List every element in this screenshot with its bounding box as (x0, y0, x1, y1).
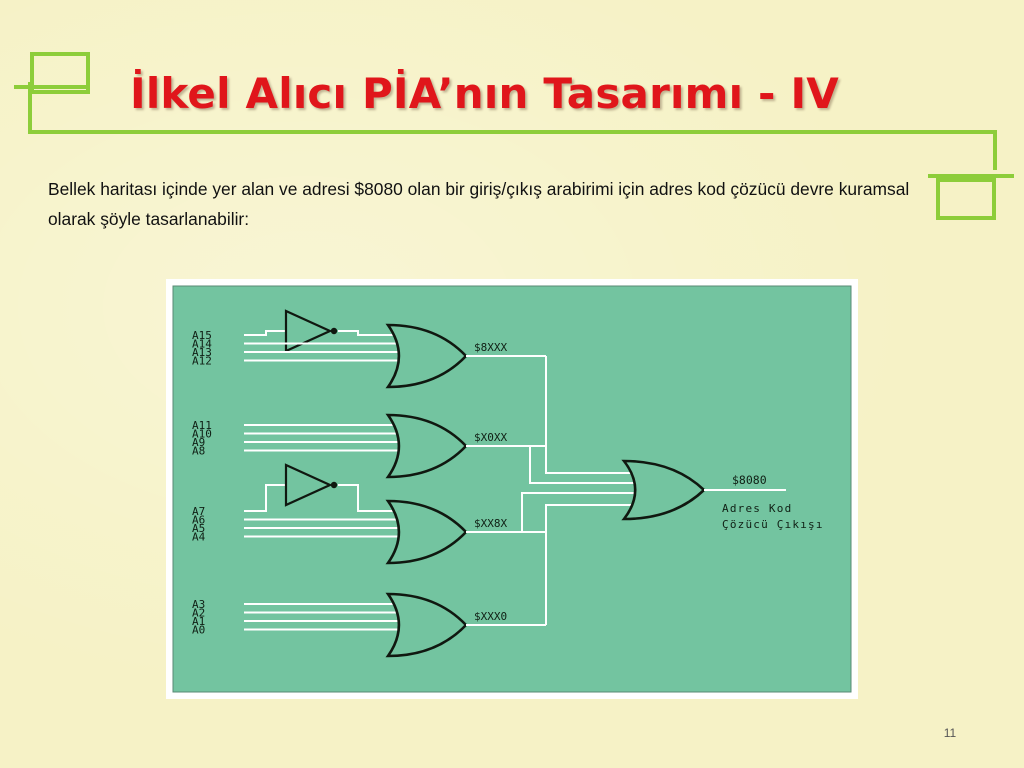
wire-to-final-gate-3 (521, 492, 634, 532)
wire-inverted-a15 (338, 330, 398, 336)
or-gate-1 (385, 323, 468, 389)
output-label-3: $XX8X (474, 517, 507, 530)
input-label-a2: A2 (192, 607, 205, 620)
input-label-a9: A9 (192, 436, 205, 449)
input-label-a13: A13 (192, 346, 212, 359)
wire-to-final-gate-4 (545, 504, 634, 625)
input-label-a12: A12 (192, 355, 212, 368)
output-label-2: $X0XX (474, 431, 507, 444)
input-label-a5: A5 (192, 522, 205, 535)
frame-box-right (936, 178, 996, 220)
frame-main-line (28, 82, 997, 170)
input-label-a15: A15 (192, 329, 212, 342)
inverter-a15-bubble (330, 327, 338, 335)
inverter-a7 (284, 463, 333, 507)
slide-body-text: Bellek haritası içinde yer alan ve adres… (48, 179, 910, 229)
wire-a7-to-inverter (244, 484, 286, 512)
input-label-a4: A4 (192, 531, 206, 544)
caption-line-1: Adres Kod (722, 502, 792, 515)
or-gate-2 (385, 413, 468, 479)
wire-to-final-gate-2 (529, 446, 634, 484)
input-label-a8: A8 (192, 445, 205, 458)
input-label-a14: A14 (192, 338, 212, 351)
or-gate-4 (385, 592, 468, 658)
output-label-4: $XXX0 (474, 610, 507, 623)
inverter-a7-bubble (330, 481, 338, 489)
input-label-a7: A7 (192, 505, 205, 518)
page-number: 11 (943, 726, 957, 740)
or-gate-final (621, 459, 706, 521)
wire-inverted-a7 (338, 484, 398, 512)
frame-box-top-left (30, 52, 90, 94)
input-label-a1: A1 (192, 615, 205, 628)
input-label-a3: A3 (192, 598, 205, 611)
final-output-label: $8080 (732, 473, 767, 487)
wire-a15-to-inverter (244, 330, 286, 336)
output-label-1: $8XXX (474, 341, 507, 354)
inverter-a15 (284, 309, 333, 353)
or-gate-3 (385, 499, 468, 565)
input-label-a0: A0 (192, 624, 205, 637)
input-label-a6: A6 (192, 514, 205, 527)
caption-line-2: Çözücü Çıkışı (722, 518, 824, 531)
slide-title: İlkel Alıcı PİA’nın Tasarımı - IV (130, 69, 839, 118)
wire-to-final-gate-1 (545, 356, 634, 474)
input-label-a11: A11 (192, 419, 212, 432)
input-label-a10: A10 (192, 428, 212, 441)
